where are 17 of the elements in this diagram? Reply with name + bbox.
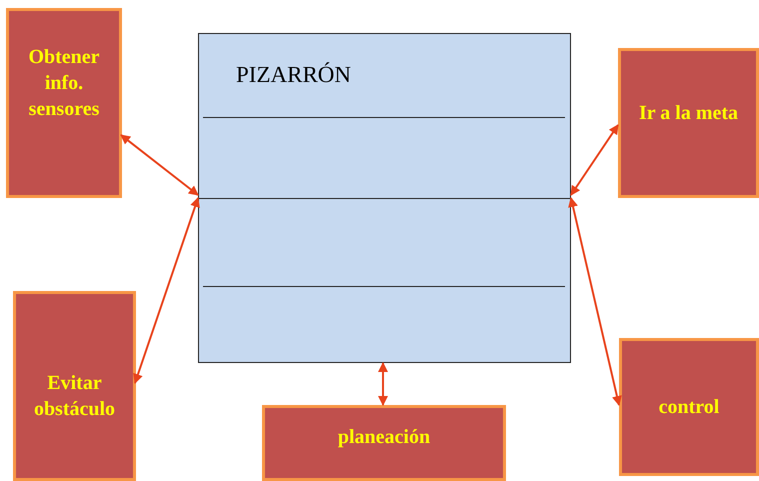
module-label: Obtener info. sensores [27, 45, 101, 122]
module-label: Evitar obstáculo [32, 371, 116, 422]
blackboard-box [198, 33, 571, 363]
module-label: control [658, 395, 720, 420]
arrow [133, 197, 200, 384]
module-box [618, 48, 759, 198]
module-label: planeación [338, 425, 430, 450]
arrow [570, 124, 619, 196]
board-title: PIZARRÓN [236, 62, 352, 88]
module-box [6, 8, 122, 198]
module-box [13, 291, 136, 481]
arrow [378, 362, 388, 406]
arrow [120, 134, 199, 196]
arrow [568, 197, 622, 406]
module-box [619, 338, 759, 476]
module-label: Ir a la meta [638, 101, 738, 126]
module-box [262, 405, 506, 481]
